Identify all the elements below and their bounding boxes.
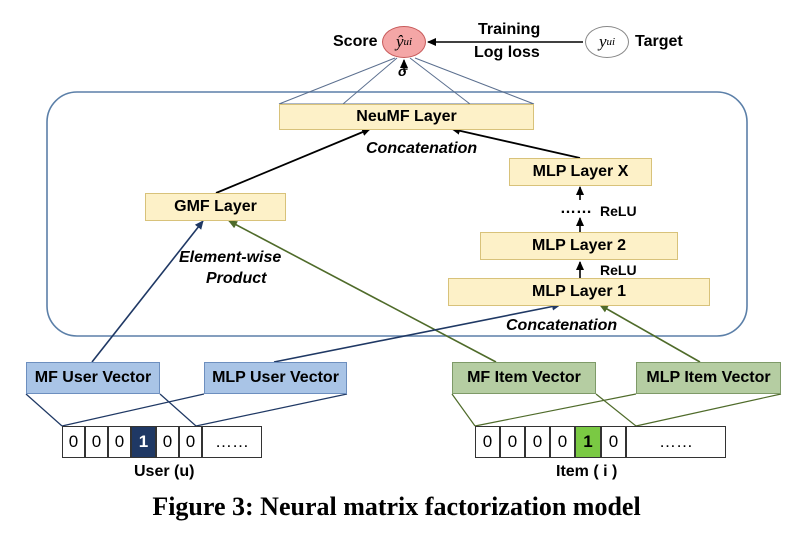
target-symbol: y [598, 32, 607, 51]
item-cell: 0 [601, 426, 626, 458]
item-cell-active: 1 [575, 426, 601, 458]
item-cell: 0 [525, 426, 550, 458]
user-cell-ellipsis: …… [202, 426, 262, 458]
neumf-layer: NeuMF Layer [279, 104, 534, 130]
mlpx-to-neumf-arrow [451, 126, 581, 159]
mf-user-to-gmf-arrow [91, 220, 204, 363]
mlp-item-vector: MLP Item Vector [636, 362, 781, 394]
item-cell: 0 [500, 426, 525, 458]
item-embedding-lines [451, 393, 782, 427]
target-label: Target [635, 33, 683, 50]
target-subscript: ui [606, 36, 616, 48]
dots-label: …… [560, 200, 592, 217]
concatenation-bottom-label: Concatenation [506, 317, 618, 334]
user-cell: 0 [108, 426, 131, 458]
mlp-layer-1: MLP Layer 1 [448, 278, 710, 306]
mlp-user-vector: MLP User Vector [204, 362, 347, 394]
user-cell: 0 [179, 426, 202, 458]
training-label: Training [478, 21, 541, 38]
mf-user-vector: MF User Vector [26, 362, 160, 394]
relu-top-label: ReLU [600, 203, 637, 219]
gmf-layer: GMF Layer [145, 193, 286, 221]
item-cell: 0 [550, 426, 575, 458]
figure-caption: Figure 3: Neural matrix factorization mo… [152, 492, 641, 521]
model-container [46, 91, 748, 337]
user-cell-active: 1 [131, 426, 156, 458]
mlp-layer-x: MLP Layer X [509, 158, 652, 186]
elementwise-line1: Element-wise [179, 249, 282, 266]
user-cell: 0 [62, 426, 85, 458]
mf-item-vector: MF Item Vector [452, 362, 596, 394]
score-label: Score [333, 33, 378, 50]
mlp-user-to-mlp1-arrow [273, 302, 561, 363]
concatenation-top-label: Concatenation [366, 140, 478, 157]
sigma-label: σ [398, 63, 408, 79]
mf-item-to-gmf-arrow [228, 220, 497, 363]
score-symbol: ŷ [395, 32, 404, 51]
mlp-item-to-mlp1-arrow [599, 304, 701, 363]
item-cell-ellipsis: …… [626, 426, 726, 458]
relu-bottom-label: ReLU [600, 262, 637, 278]
user-cell: 0 [156, 426, 179, 458]
user-input-label: User (u) [134, 463, 195, 480]
item-input-label: Item ( i ) [556, 463, 618, 480]
user-cell: 0 [85, 426, 108, 458]
mlp-layer-2: MLP Layer 2 [480, 232, 678, 260]
score-subscript: ui [403, 36, 413, 48]
log-loss-label: Log loss [474, 44, 540, 61]
elementwise-line2: Product [206, 270, 267, 287]
user-embedding-lines [25, 393, 348, 427]
item-cell: 0 [475, 426, 500, 458]
gmf-to-neumf-arrow [215, 128, 371, 194]
